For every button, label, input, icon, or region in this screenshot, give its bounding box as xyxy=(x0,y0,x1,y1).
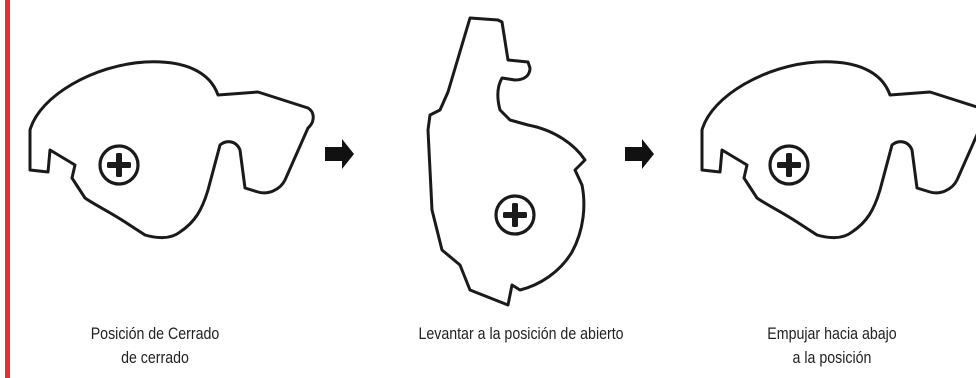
caption-line: Levantar a la posición de abierto xyxy=(418,325,624,343)
latch-pushed-outline xyxy=(700,60,976,240)
caption-line: Empujar hacia abajo xyxy=(767,325,897,343)
latch-open-icon xyxy=(426,16,587,307)
screw-icon xyxy=(494,194,536,236)
caption-line: Posición de Cerrado xyxy=(90,325,220,343)
step-2-caption: Levantar a la posición de abierto xyxy=(388,322,655,346)
latch-closed-icon xyxy=(28,60,315,240)
arrow-right-icon xyxy=(625,139,654,169)
caption-line: a la posición xyxy=(792,349,872,367)
arrow-right-icon xyxy=(325,139,354,169)
screw-icon xyxy=(98,144,140,186)
left-accent-bar xyxy=(5,0,10,378)
step-1-caption: Posición de Cerrado de cerrado xyxy=(73,322,236,370)
latch-open-outline xyxy=(426,16,587,307)
screw-icon xyxy=(768,144,810,186)
latch-pushed-icon xyxy=(700,60,976,240)
caption-line: de cerrado xyxy=(121,349,189,367)
latch-closed-outline xyxy=(28,60,315,240)
step-3-caption: Empujar hacia abajo a la posición xyxy=(746,322,918,370)
